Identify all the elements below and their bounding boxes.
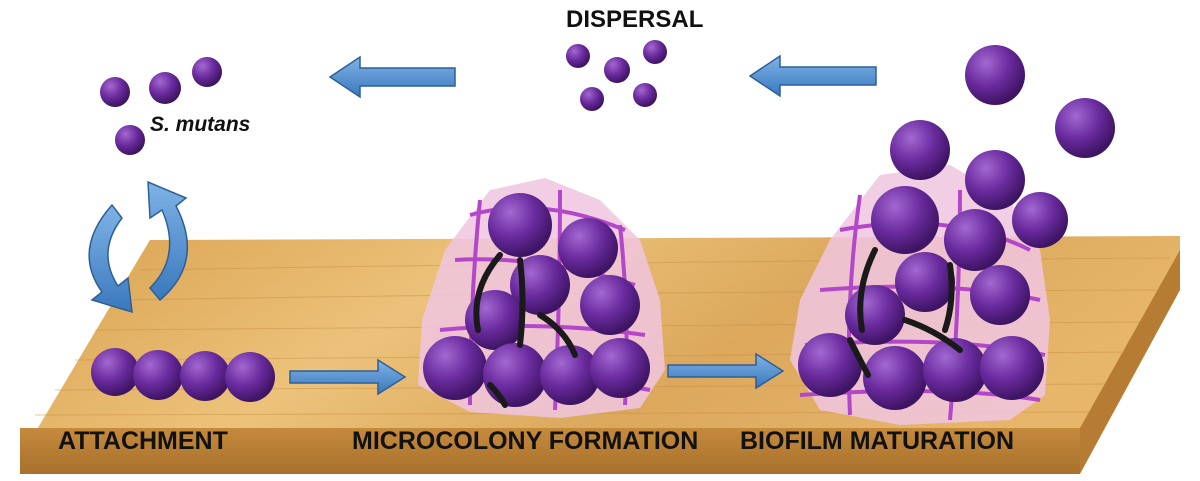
- attachment-label: ATTACHMENT: [58, 427, 228, 455]
- left-arrow-icon: [328, 55, 456, 99]
- right-arrow-icon: [667, 352, 785, 390]
- attached-bacteria: [91, 348, 275, 402]
- mature-biofilm: [790, 45, 1115, 425]
- dispersed-bacteria: [566, 40, 667, 111]
- cycle-arrows-icon: [88, 180, 189, 314]
- right-arrow-icon: [289, 358, 407, 396]
- dispersal-label: DISPERSAL: [566, 6, 704, 33]
- microcolony: [418, 178, 665, 418]
- organism-label: S. mutans: [150, 113, 251, 136]
- left-arrow-icon: [748, 54, 877, 98]
- maturation-label: BIOFILM MATURATION: [740, 427, 1015, 455]
- free-bacteria: [100, 57, 222, 155]
- microcolony-label: MICROCOLONY FORMATION: [352, 427, 699, 455]
